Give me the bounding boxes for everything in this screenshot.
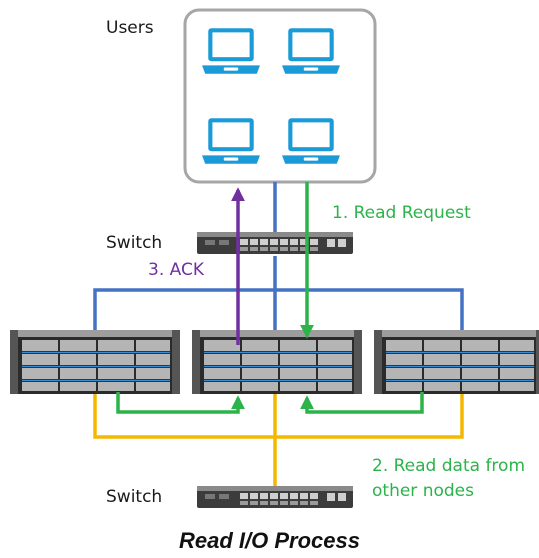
storage-server-icon xyxy=(10,330,180,394)
switch-top-label: Switch xyxy=(106,233,163,253)
read-data-label-line1: 2. Read data from xyxy=(372,456,525,476)
read-data-arrow-left xyxy=(116,392,245,414)
users-label: Users xyxy=(106,18,154,38)
network-switch-icon xyxy=(197,486,353,508)
laptop-icon xyxy=(282,28,340,74)
front-end-network-lines xyxy=(93,182,464,340)
storage-server-icon xyxy=(374,330,539,394)
diagram-title: Read I/O Process xyxy=(179,528,360,553)
read-data-label-line2: other nodes xyxy=(372,481,474,501)
network-switch-icon xyxy=(197,232,353,254)
switch-bottom-label: Switch xyxy=(106,487,163,507)
ack-label: 3. ACK xyxy=(148,260,204,280)
read-request-label: 1. Read Request xyxy=(332,203,471,223)
laptop-icon xyxy=(202,118,260,164)
laptop-icon xyxy=(202,28,260,74)
storage-server-icon xyxy=(192,330,362,394)
back-end-network-lines xyxy=(93,392,464,488)
read-data-arrow-right xyxy=(300,392,424,414)
laptop-icon xyxy=(282,118,340,164)
